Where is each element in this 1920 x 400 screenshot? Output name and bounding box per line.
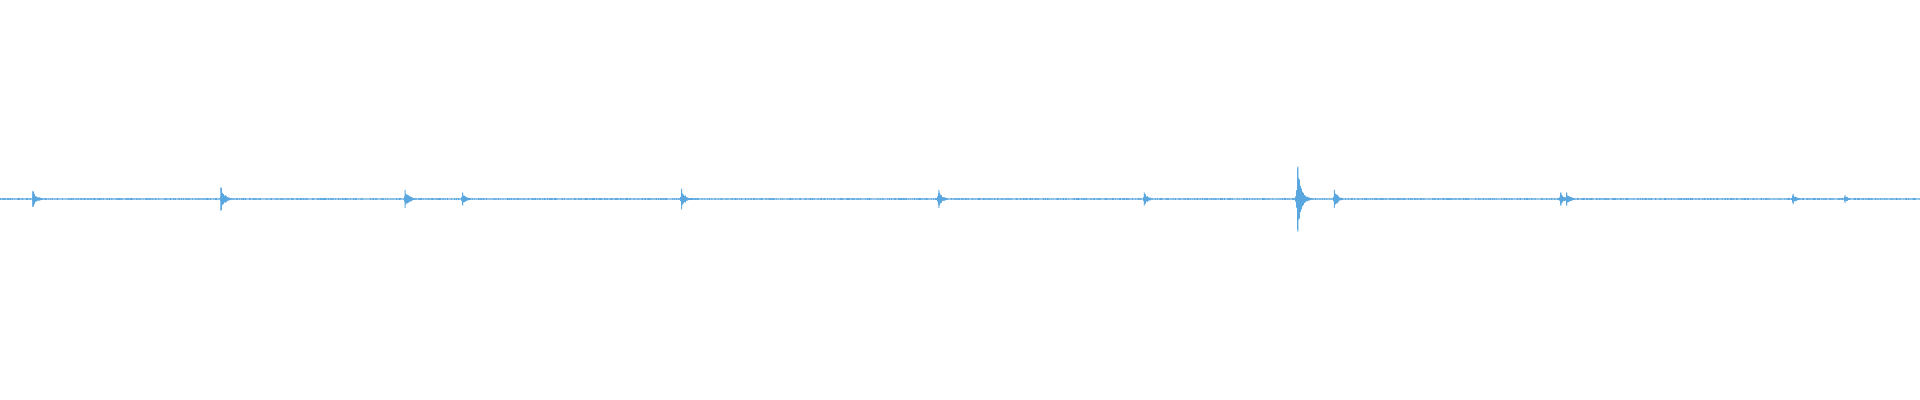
waveform-samples [0,168,1920,230]
waveform-group [0,166,1920,232]
